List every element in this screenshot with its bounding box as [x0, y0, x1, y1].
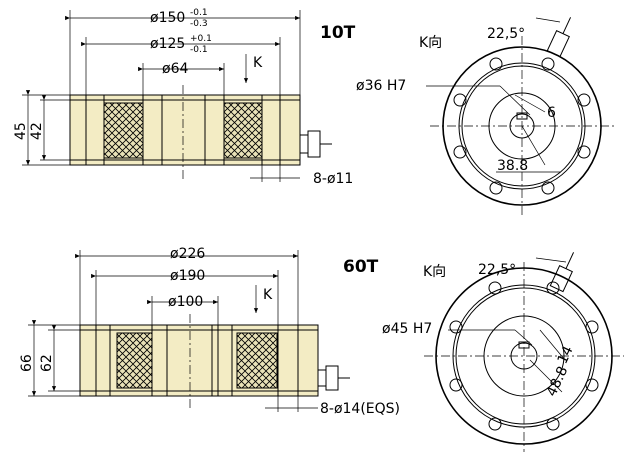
- top-key-depth-label: 38.8: [497, 158, 528, 174]
- bottom-bore-label: ø45 H7: [382, 321, 432, 337]
- top-keyway-label: 6: [547, 105, 556, 121]
- bottom-dia-mid: ø190: [170, 268, 205, 284]
- top-bore-label: ø36 H7: [356, 78, 406, 94]
- top-angle-label: 22,5°: [487, 26, 525, 42]
- top-model-title: 10T: [320, 23, 356, 43]
- top-height-inner: 42: [29, 122, 45, 140]
- bottom-k-label: K: [263, 287, 273, 303]
- top-dia-mid-tol-up: +0.1: [190, 34, 212, 44]
- bottom-plan-view: [424, 252, 624, 452]
- bottom-angle-label: 22,5°: [478, 262, 516, 278]
- bottom-model-title: 60T: [343, 257, 379, 277]
- top-dia-outer: ø150: [150, 10, 185, 26]
- top-k-label: K: [253, 55, 263, 71]
- top-height-outer: 45: [13, 122, 29, 140]
- bottom-height-inner: 62: [39, 354, 55, 372]
- bottom-holes-label: 8-ø14(EQS): [320, 401, 400, 417]
- bottom-dia-outer: ø226: [170, 246, 205, 262]
- top-holes-label: 8-ø11: [313, 171, 353, 187]
- bottom-key-depth-label: 48.8: [544, 364, 572, 399]
- bottom-k-direction: K向: [423, 264, 446, 280]
- top-dia-mid: ø125: [150, 36, 185, 52]
- bottom-side-view: [28, 250, 350, 412]
- top-dia-outer-tol-up: -0.1: [190, 8, 208, 18]
- top-k-direction: K向: [419, 35, 442, 51]
- bottom-dia-inner: ø100: [168, 294, 203, 310]
- top-side-view: [22, 10, 332, 182]
- bottom-keyway-label: 14: [555, 344, 577, 367]
- bottom-height-outer: 66: [19, 354, 35, 372]
- top-dia-outer-tol-dn: -0.3: [190, 19, 208, 29]
- top-dia-inner: ø64: [162, 61, 188, 77]
- top-dia-mid-tol-dn: -0.1: [190, 45, 208, 55]
- top-plan-view: [426, 17, 615, 216]
